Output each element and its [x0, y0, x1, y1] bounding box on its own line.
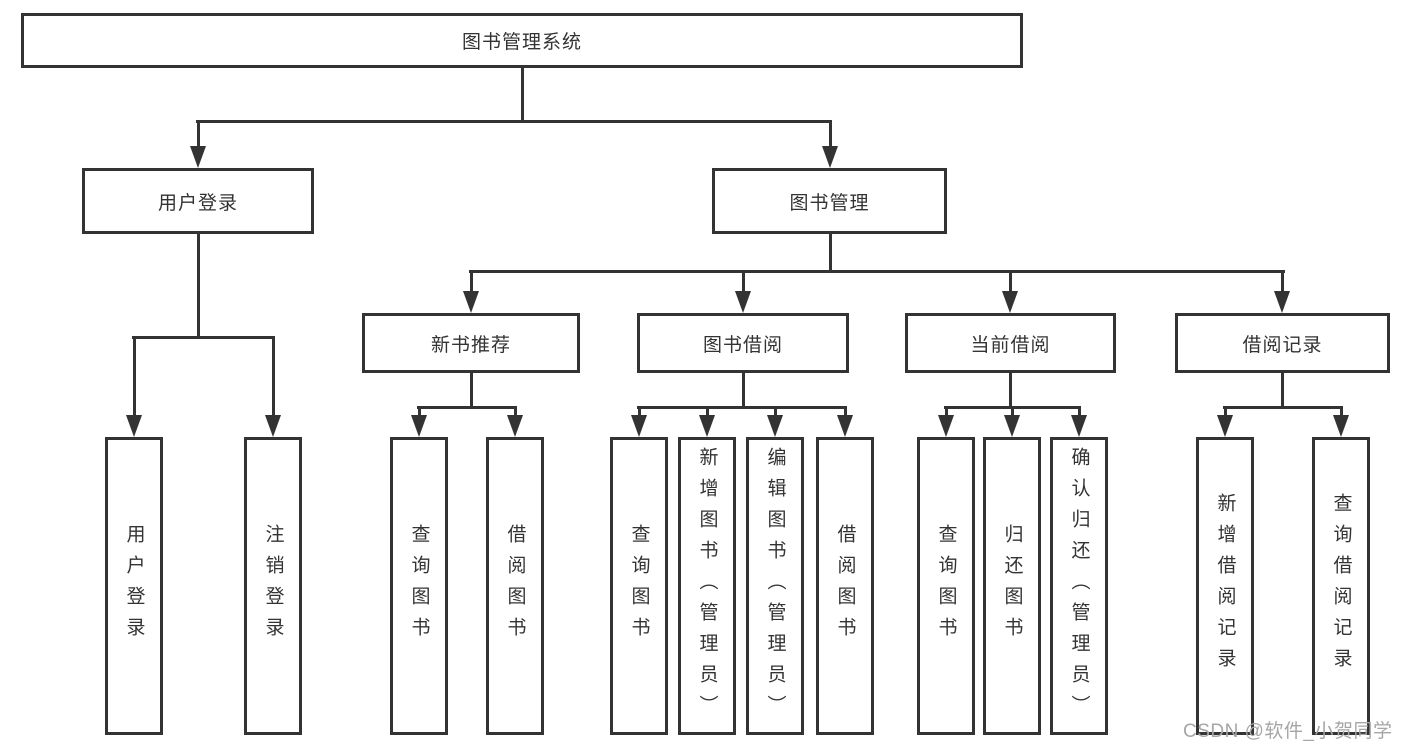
node-label: 图书管理系统 [461, 32, 582, 53]
arrowhead-down-icon [190, 146, 206, 168]
connector-drop [197, 120, 200, 148]
leaf-borrow-books-borrowing: 借阅图书 [816, 437, 874, 735]
connector-drop [774, 406, 777, 418]
leaf-label: 借阅图书 [834, 524, 856, 648]
leaf-label: 归还图书 [1001, 524, 1023, 648]
connector-userlogin-stem [197, 234, 200, 336]
node-label: 当前借阅 [970, 334, 1051, 356]
connector-root-rail [196, 120, 832, 123]
connector-drop [1281, 270, 1284, 293]
node-label: 用户登录 [157, 192, 238, 214]
connector-bookmgmt-stem [829, 234, 832, 270]
leaf-label: 新增图书（管理员） [696, 446, 718, 726]
arrowhead-down-icon [126, 415, 142, 437]
leaf-logout: 注销登录 [244, 437, 302, 735]
arrowhead-down-icon [631, 415, 647, 437]
connector-borrowing-stem [742, 373, 745, 406]
node-label: 新书推荐 [430, 334, 511, 356]
node-current-borrowing: 当前借阅 [905, 313, 1116, 373]
leaf-label: 查询借阅记录 [1330, 493, 1352, 679]
leaf-user-login: 用户登录 [105, 437, 163, 735]
connector-drop [514, 406, 517, 418]
arrowhead-down-icon [463, 291, 479, 313]
node-borrowing-records: 借阅记录 [1175, 313, 1390, 373]
leaf-query-books-current: 查询图书 [917, 437, 975, 735]
arrowhead-down-icon [1274, 291, 1290, 313]
connector-borrowing-rail [637, 406, 847, 409]
node-label: 图书管理 [789, 192, 870, 214]
node-label: 借阅记录 [1242, 334, 1323, 356]
leaf-query-books-borrowing: 查询图书 [610, 437, 668, 735]
leaf-return-books: 归还图书 [983, 437, 1041, 735]
arrowhead-down-icon [699, 415, 715, 437]
connector-drop [706, 406, 709, 418]
connector-drop [418, 406, 421, 418]
connector-current-stem [1009, 373, 1012, 406]
connector-drop [1224, 406, 1227, 418]
leaf-label: 查询图书 [935, 524, 957, 648]
connector-drop [829, 120, 832, 148]
node-book-borrowing: 图书借阅 [637, 313, 849, 373]
csdn-watermark: CSDN @软件_小贺同学 [1183, 721, 1393, 742]
connector-drop [844, 406, 847, 418]
leaf-label: 注销登录 [262, 524, 284, 648]
arrowhead-down-icon [767, 415, 783, 437]
arrowhead-down-icon [265, 415, 281, 437]
arrowhead-down-icon [1333, 415, 1349, 437]
node-new-book-recommendation: 新书推荐 [362, 313, 580, 373]
connector-drop [1340, 406, 1343, 418]
leaf-edit-books-admin: 编辑图书（管理员） [746, 437, 804, 735]
connector-drop [638, 406, 641, 418]
node-user-login: 用户登录 [82, 168, 314, 234]
leaf-borrow-books-recommend: 借阅图书 [486, 437, 544, 735]
arrowhead-down-icon [822, 146, 838, 168]
connector-drop [272, 336, 275, 418]
connector-drop [470, 270, 473, 293]
arrowhead-down-icon [507, 415, 523, 437]
arrowhead-down-icon [938, 415, 954, 437]
arrowhead-down-icon [1004, 415, 1020, 437]
connector-userlogin-rail [132, 336, 275, 339]
arrowhead-down-icon [1002, 291, 1018, 313]
arrowhead-down-icon [1071, 415, 1087, 437]
leaf-query-books-recommend: 查询图书 [390, 437, 448, 735]
connector-records-rail [1223, 406, 1343, 409]
connector-drop [945, 406, 948, 418]
leaf-label: 新增借阅记录 [1214, 493, 1236, 679]
leaf-label: 用户登录 [123, 524, 145, 648]
arrowhead-down-icon [411, 415, 427, 437]
node-library-management-system: 图书管理系统 [21, 13, 1023, 68]
node-label: 图书借阅 [702, 334, 783, 356]
leaf-label: 借阅图书 [504, 524, 526, 648]
connector-bookmgmt-rail [469, 270, 1285, 273]
leaf-label: 查询图书 [408, 524, 430, 648]
arrowhead-down-icon [837, 415, 853, 437]
leaf-confirm-return-admin: 确认归还（管理员） [1050, 437, 1108, 735]
connector-drop [133, 336, 136, 418]
leaf-add-books-admin: 新增图书（管理员） [678, 437, 736, 735]
connector-drop [742, 270, 745, 293]
connector-root-stem [521, 68, 524, 120]
leaf-query-borrow-record: 查询借阅记录 [1312, 437, 1370, 735]
connector-recommend-stem [470, 373, 473, 406]
leaf-label: 确认归还（管理员） [1068, 446, 1090, 726]
connector-recommend-rail [417, 406, 517, 409]
node-book-management: 图书管理 [712, 168, 947, 234]
leaf-label: 查询图书 [628, 524, 650, 648]
leaf-label: 编辑图书（管理员） [764, 446, 786, 726]
arrowhead-down-icon [735, 291, 751, 313]
connector-drop [1009, 270, 1012, 293]
connector-records-stem [1281, 373, 1284, 406]
connector-drop [1078, 406, 1081, 418]
arrowhead-down-icon [1217, 415, 1233, 437]
connector-drop [1011, 406, 1014, 418]
leaf-add-borrow-record: 新增借阅记录 [1196, 437, 1254, 735]
